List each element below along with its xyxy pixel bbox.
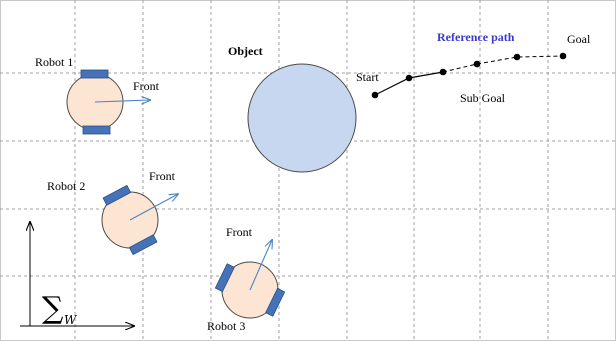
robot-3-front-label: Front: [226, 225, 253, 239]
robot-3-wheel-left: [214, 263, 235, 293]
path-point: [439, 68, 447, 76]
robot-2-wheel-bottom: [128, 234, 158, 256]
robot-2-wheel-top: [102, 184, 132, 206]
reference-path: Start Goal Sub Goal Reference path: [356, 30, 591, 105]
object-label: Object: [228, 44, 263, 58]
robot-3-label: Robot 3: [207, 319, 245, 333]
path-point-start: [371, 91, 379, 99]
robot-2-label: Robot 2: [47, 179, 85, 193]
robot-1-front-label: Front: [133, 79, 160, 93]
robot-3: Front Robot 3: [207, 225, 286, 333]
path-point-goal: [559, 52, 567, 60]
robot-2-front-arrow: [129, 194, 178, 221]
robot-1: Robot 1 Front: [35, 55, 160, 135]
goal-label: Goal: [567, 32, 591, 46]
object-circle: [247, 63, 357, 173]
robot-1-front-arrow: [94, 100, 150, 102]
robot-3-front-arrow: [249, 240, 272, 291]
world-frame: ∑ W: [20, 222, 134, 327]
sub-goal-label: Sub Goal: [460, 91, 506, 105]
robot-1-label: Robot 1: [35, 55, 73, 69]
reference-path-label: Reference path: [437, 30, 515, 44]
robot-3-wheel-right: [265, 287, 286, 317]
path-point-sub-goal: [473, 60, 481, 68]
path-point: [513, 53, 521, 61]
world-frame-symbol: ∑: [42, 291, 64, 326]
start-label: Start: [356, 70, 379, 84]
robot-2: Robot 2 Front: [47, 169, 178, 256]
robot-1-wheel-top: [80, 69, 109, 79]
world-frame-subscript: W: [64, 313, 78, 327]
robot-1-wheel-bottom: [82, 125, 111, 135]
path-point: [405, 74, 413, 82]
reference-path-dashed: [442, 55, 564, 73]
robot-2-front-label: Front: [149, 169, 176, 183]
